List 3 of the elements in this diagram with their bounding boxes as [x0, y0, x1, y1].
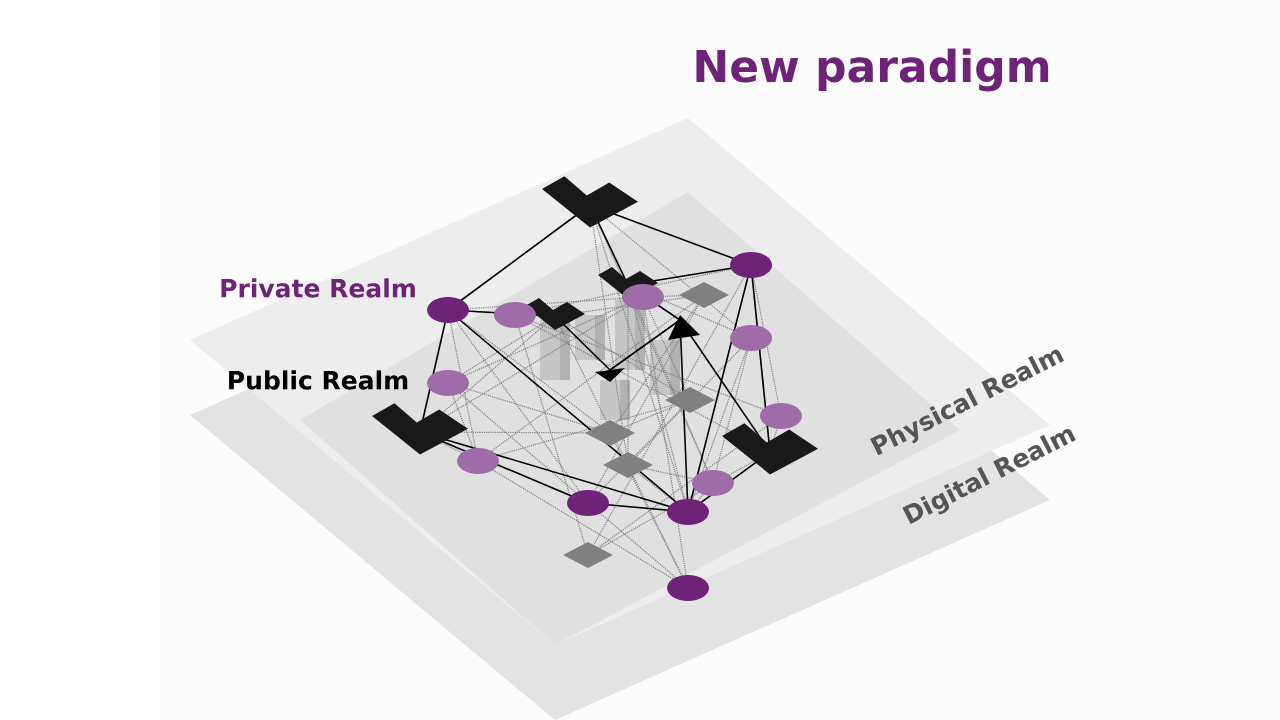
- realm-label: Private Realm: [221, 278, 415, 298]
- realm-label: Public Realm: [229, 370, 408, 390]
- title: New paradigm: [696, 48, 1049, 92]
